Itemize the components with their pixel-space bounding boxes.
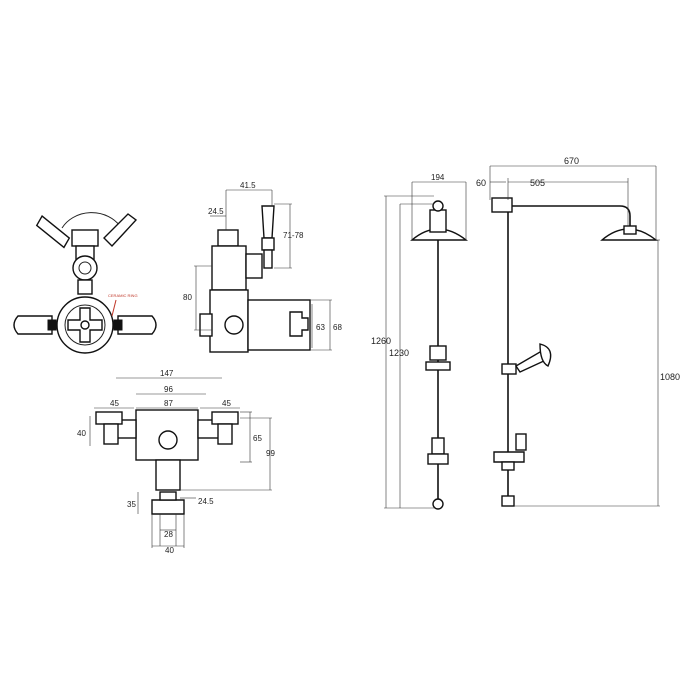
side-diverter: [493, 451, 525, 463]
dim-68: 68: [333, 323, 342, 332]
handset-holder: [429, 345, 447, 361]
upper-body-inner: [78, 261, 92, 275]
side-upper-nut: [217, 229, 239, 247]
lever-swing-arc: [61, 212, 121, 229]
riser-foot: [432, 498, 444, 510]
diverter-body: [427, 453, 449, 465]
dim-194: 194: [431, 173, 445, 182]
top-cross-handle-icon: [151, 499, 185, 515]
dim-45-right: 45: [222, 399, 231, 408]
dim-99: 99: [266, 449, 275, 458]
handset-slider: [425, 361, 451, 371]
wall-bracket-bottom: [501, 495, 515, 507]
left-handle-icon: [13, 315, 53, 335]
diverter: [431, 437, 445, 455]
side-lever-stem: [263, 249, 273, 269]
left-ceramic-ring: [47, 319, 57, 331]
handset-head-icon: [539, 343, 552, 367]
side-upper-body: [211, 245, 247, 291]
side-lever-icon: [261, 205, 275, 239]
shower-side-view: 670 60 505 1080: [476, 156, 680, 507]
wall-bracket-top: [491, 197, 513, 213]
lever-left-icon: [35, 214, 71, 249]
dim-35: 35: [127, 500, 136, 509]
dim-96: 96: [164, 385, 173, 394]
upper-neck: [77, 279, 93, 295]
cross-hub: [80, 320, 90, 330]
dim-60: 60: [476, 178, 486, 188]
upper-body: [72, 255, 98, 281]
dim-670: 670: [564, 156, 579, 166]
right-handle-icon: [117, 315, 157, 335]
dim-71-78: 71-78: [283, 231, 304, 240]
shower-arm: [512, 205, 631, 226]
overhead-joint: [432, 200, 444, 212]
ceramic-label: CERAMIC RING: [108, 293, 138, 298]
lever-right-icon: [103, 213, 138, 248]
top-nut-right: [217, 423, 233, 445]
top-cartridge: [155, 459, 181, 491]
ceramic-leader: [111, 299, 117, 317]
dim-87: 87: [164, 399, 173, 408]
shower-front-view: 194 1260 1230: [371, 173, 469, 510]
side-connector: [245, 253, 263, 279]
side-lever-base: [261, 237, 275, 251]
side-outlet: [224, 315, 244, 335]
dim-28: 28: [164, 530, 173, 539]
dim-41-5: 41.5: [240, 181, 256, 190]
dim-24-5-top: 24.5: [198, 497, 214, 506]
upper-nut: [71, 229, 99, 247]
dim-147: 147: [160, 369, 174, 378]
dim-1080: 1080: [660, 372, 680, 382]
dim-40-left: 40: [77, 429, 86, 438]
dim-65: 65: [253, 434, 262, 443]
side-diverter-base: [501, 461, 515, 471]
dim-1230: 1230: [389, 348, 409, 358]
top-cross-hub: [159, 491, 177, 501]
dim-40-bottom: 40: [165, 546, 174, 555]
overhead-arm: [429, 209, 447, 233]
valve-front-view: CERAMIC RING: [13, 212, 157, 354]
valve-top-view: 147 96 87 45 45 40 65 99 35 24.5 28 40: [77, 369, 275, 555]
side-cross-handle-icon: [289, 311, 309, 337]
top-handle-left: [95, 411, 123, 425]
side-lever: [515, 433, 527, 451]
dim-1260: 1260: [371, 336, 391, 346]
side-handset-holder: [501, 363, 517, 375]
dim-45-left: 45: [110, 399, 119, 408]
main-body-ring: [64, 304, 106, 346]
right-ceramic-ring: [113, 319, 123, 331]
dim-63: 63: [316, 323, 325, 332]
side-head-joint: [623, 225, 637, 235]
dim-505: 505: [530, 178, 545, 188]
top-nut-left: [103, 423, 119, 445]
side-inlet: [199, 313, 213, 337]
top-outlet: [158, 430, 178, 450]
dim-24-5-side: 24.5: [208, 207, 224, 216]
valve-side-view: 41.5 24.5 71-78 80 63 68: [183, 181, 342, 353]
dim-80: 80: [183, 293, 192, 302]
top-handle-right: [211, 411, 239, 425]
